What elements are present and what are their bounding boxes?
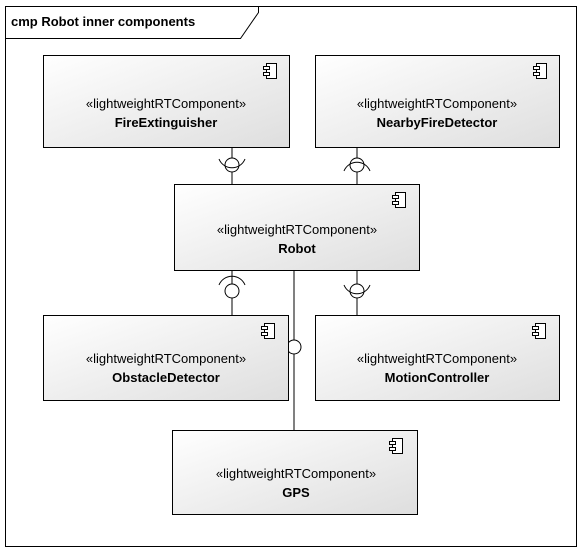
required-interface-socket — [218, 158, 246, 169]
required-interface-socket — [343, 284, 371, 295]
interface-obstacle-detector — [218, 275, 246, 299]
component-name: MotionController — [385, 370, 490, 385]
component-icon — [533, 63, 547, 79]
component-gps[interactable]: «lightweightRTComponent» GPS — [172, 430, 418, 515]
component-stereotype: «lightweightRTComponent» — [216, 466, 376, 481]
component-motion-controller[interactable]: «lightweightRTComponent» MotionControlle… — [315, 315, 560, 401]
interface-motion-controller — [343, 283, 371, 299]
component-robot[interactable]: «lightweightRTComponent» Robot — [174, 184, 420, 271]
component-stereotype: «lightweightRTComponent» — [86, 96, 246, 111]
provided-interface-ball — [224, 157, 240, 173]
interface-nearby-fire-detector — [343, 157, 371, 173]
component-icon — [263, 63, 277, 79]
component-name: ObstacleDetector — [112, 370, 220, 385]
interfaces — [218, 157, 371, 361]
component-stereotype: «lightweightRTComponent» — [217, 222, 377, 237]
interface-fire-extinguisher — [218, 157, 246, 173]
component-obstacle-detector[interactable]: «lightweightRTComponent» ObstacleDetecto… — [43, 315, 289, 401]
component-name: FireExtinguisher — [115, 115, 218, 130]
component-stereotype: «lightweightRTComponent» — [86, 351, 246, 366]
component-icon — [392, 192, 406, 208]
component-name: GPS — [282, 485, 310, 500]
provided-interface-ball — [349, 283, 365, 299]
component-icon — [532, 323, 546, 339]
component-stereotype: «lightweightRTComponent» — [357, 351, 517, 366]
frame-title: cmp Robot inner components — [11, 14, 195, 29]
component-stereotype: «lightweightRTComponent» — [357, 96, 517, 111]
required-interface-socket — [343, 161, 371, 172]
provided-interface-ball — [286, 339, 302, 355]
component-icon — [389, 438, 403, 454]
component-fire-extinguisher[interactable]: «lightweightRTComponent» FireExtinguishe… — [43, 55, 290, 148]
component-icon — [261, 323, 275, 339]
provided-interface-ball — [349, 157, 365, 173]
component-name: Robot — [278, 241, 316, 256]
required-interface-socket — [218, 275, 246, 286]
component-name: NearbyFireDetector — [377, 115, 498, 130]
provided-interface-ball — [224, 283, 240, 299]
component-nearby-fire-detector[interactable]: «lightweightRTComponent» NearbyFireDetec… — [315, 55, 560, 148]
